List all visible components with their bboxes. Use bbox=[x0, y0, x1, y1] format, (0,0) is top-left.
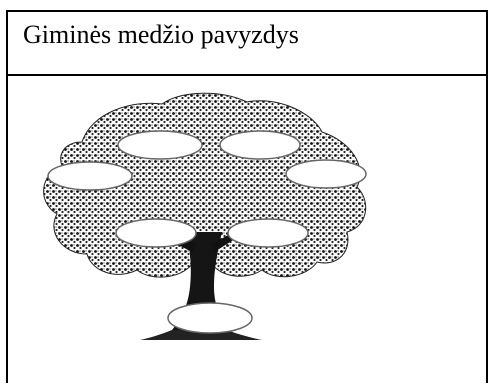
name-ovals bbox=[47, 130, 367, 334]
oval-lower-right bbox=[227, 218, 309, 248]
page-title: Giminės medžio pavyzdys bbox=[23, 20, 299, 49]
oval-top-right bbox=[219, 130, 301, 160]
oval-middle-left bbox=[47, 161, 133, 191]
document-table: Giminės medžio pavyzdys bbox=[6, 10, 488, 383]
oval-top-left bbox=[117, 130, 203, 160]
header-cell: Giminės medžio pavyzdys bbox=[8, 12, 486, 74]
image-cell bbox=[8, 76, 486, 385]
oval-middle-right bbox=[285, 159, 367, 189]
row-divider bbox=[8, 74, 486, 76]
family-tree-icon bbox=[43, 92, 367, 340]
oval-lower-left bbox=[115, 218, 197, 248]
oval-bottom bbox=[167, 302, 253, 334]
